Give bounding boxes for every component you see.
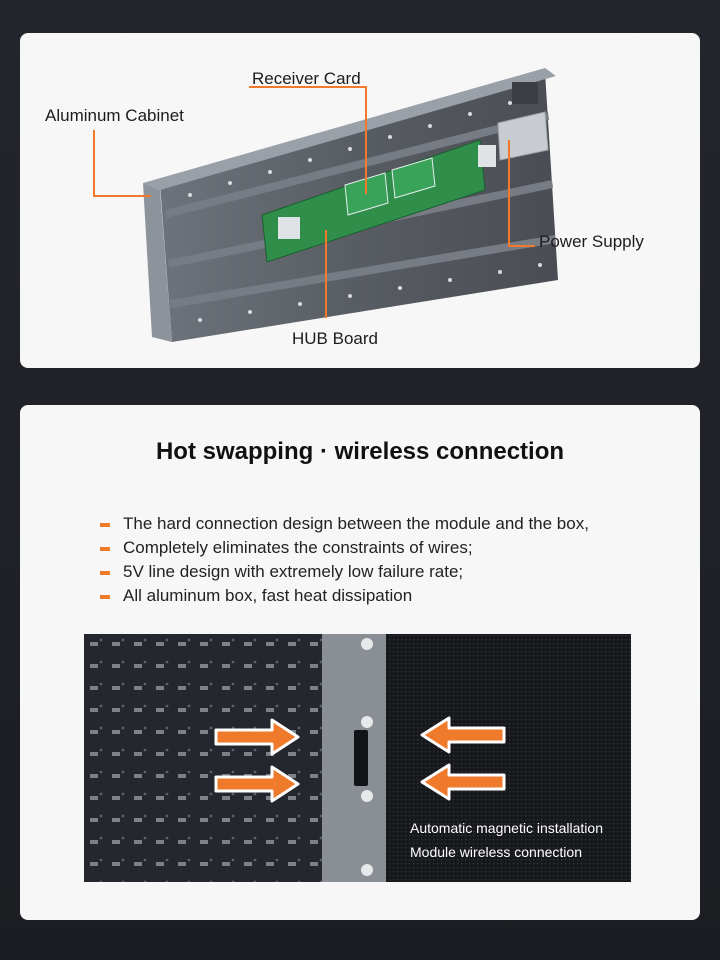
module-led-face xyxy=(386,634,631,882)
power-supply-terminal xyxy=(512,82,538,104)
cabinet-rail xyxy=(165,112,549,218)
module-pcb xyxy=(84,634,324,882)
magnet-icon xyxy=(361,864,373,876)
receiver-card-leader-h xyxy=(249,86,366,88)
power-supply-leader-v xyxy=(508,140,510,246)
cabinet-rail xyxy=(170,235,556,308)
hub-board-label: HUB Board xyxy=(292,329,378,348)
dash-bullet-icon xyxy=(100,595,110,599)
connector xyxy=(478,145,496,167)
magnet-icon xyxy=(361,716,373,728)
arrow-right-icon xyxy=(214,718,300,756)
receiver-card-leader-v xyxy=(365,86,367,194)
connector-socket xyxy=(354,730,368,786)
arrow-right-icon xyxy=(214,765,300,803)
feature-item: 5V line design with extremely low failur… xyxy=(100,560,589,584)
feature-item: All aluminum box, fast heat dissipation xyxy=(100,584,589,608)
feature-item: The hard connection design between the m… xyxy=(100,512,589,536)
dash-bullet-icon xyxy=(100,571,110,575)
dash-bullet-icon xyxy=(100,523,110,527)
receiver-card xyxy=(344,172,389,216)
hub-board-leader-v xyxy=(325,230,327,318)
feature-text: The hard connection design between the m… xyxy=(123,514,589,533)
arrow-left-icon xyxy=(420,763,506,801)
caption-wireless-connection: Module wireless connection xyxy=(410,844,582,860)
caption-magnetic-installation: Automatic magnetic installation xyxy=(410,820,603,836)
receiver-card-label: Receiver Card xyxy=(252,69,361,88)
cabinet-left-edge xyxy=(143,183,172,342)
power-supply-leader-h xyxy=(508,245,535,247)
feature-text: 5V line design with extremely low failur… xyxy=(123,562,464,581)
magnet-icon xyxy=(361,790,373,802)
module-cabinet-illustration xyxy=(84,634,631,882)
feature-text: All aluminum box, fast heat dissipation xyxy=(123,586,413,605)
magnet-icon xyxy=(361,638,373,650)
dash-bullet-icon xyxy=(100,547,110,551)
arrow-left-icon xyxy=(420,716,506,754)
aluminum-cabinet-label: Aluminum Cabinet xyxy=(45,106,184,125)
aluminum-cabinet-leader-h xyxy=(93,195,151,197)
power-supply-unit xyxy=(497,111,549,161)
feature-list: The hard connection design between the m… xyxy=(100,512,589,608)
module-installation-photo: Automatic magnetic installation Module w… xyxy=(84,634,631,882)
connector xyxy=(278,217,300,239)
hot-swap-title: Hot swapping · wireless connection xyxy=(155,438,565,465)
feature-item: Completely eliminates the constraints of… xyxy=(100,536,589,560)
aluminum-cabinet-leader-v xyxy=(93,130,95,196)
receiver-card xyxy=(391,157,436,199)
feature-text: Completely eliminates the constraints of… xyxy=(123,538,473,557)
power-supply-label: Power Supply xyxy=(539,232,644,251)
cabinet-top-edge xyxy=(143,68,556,190)
